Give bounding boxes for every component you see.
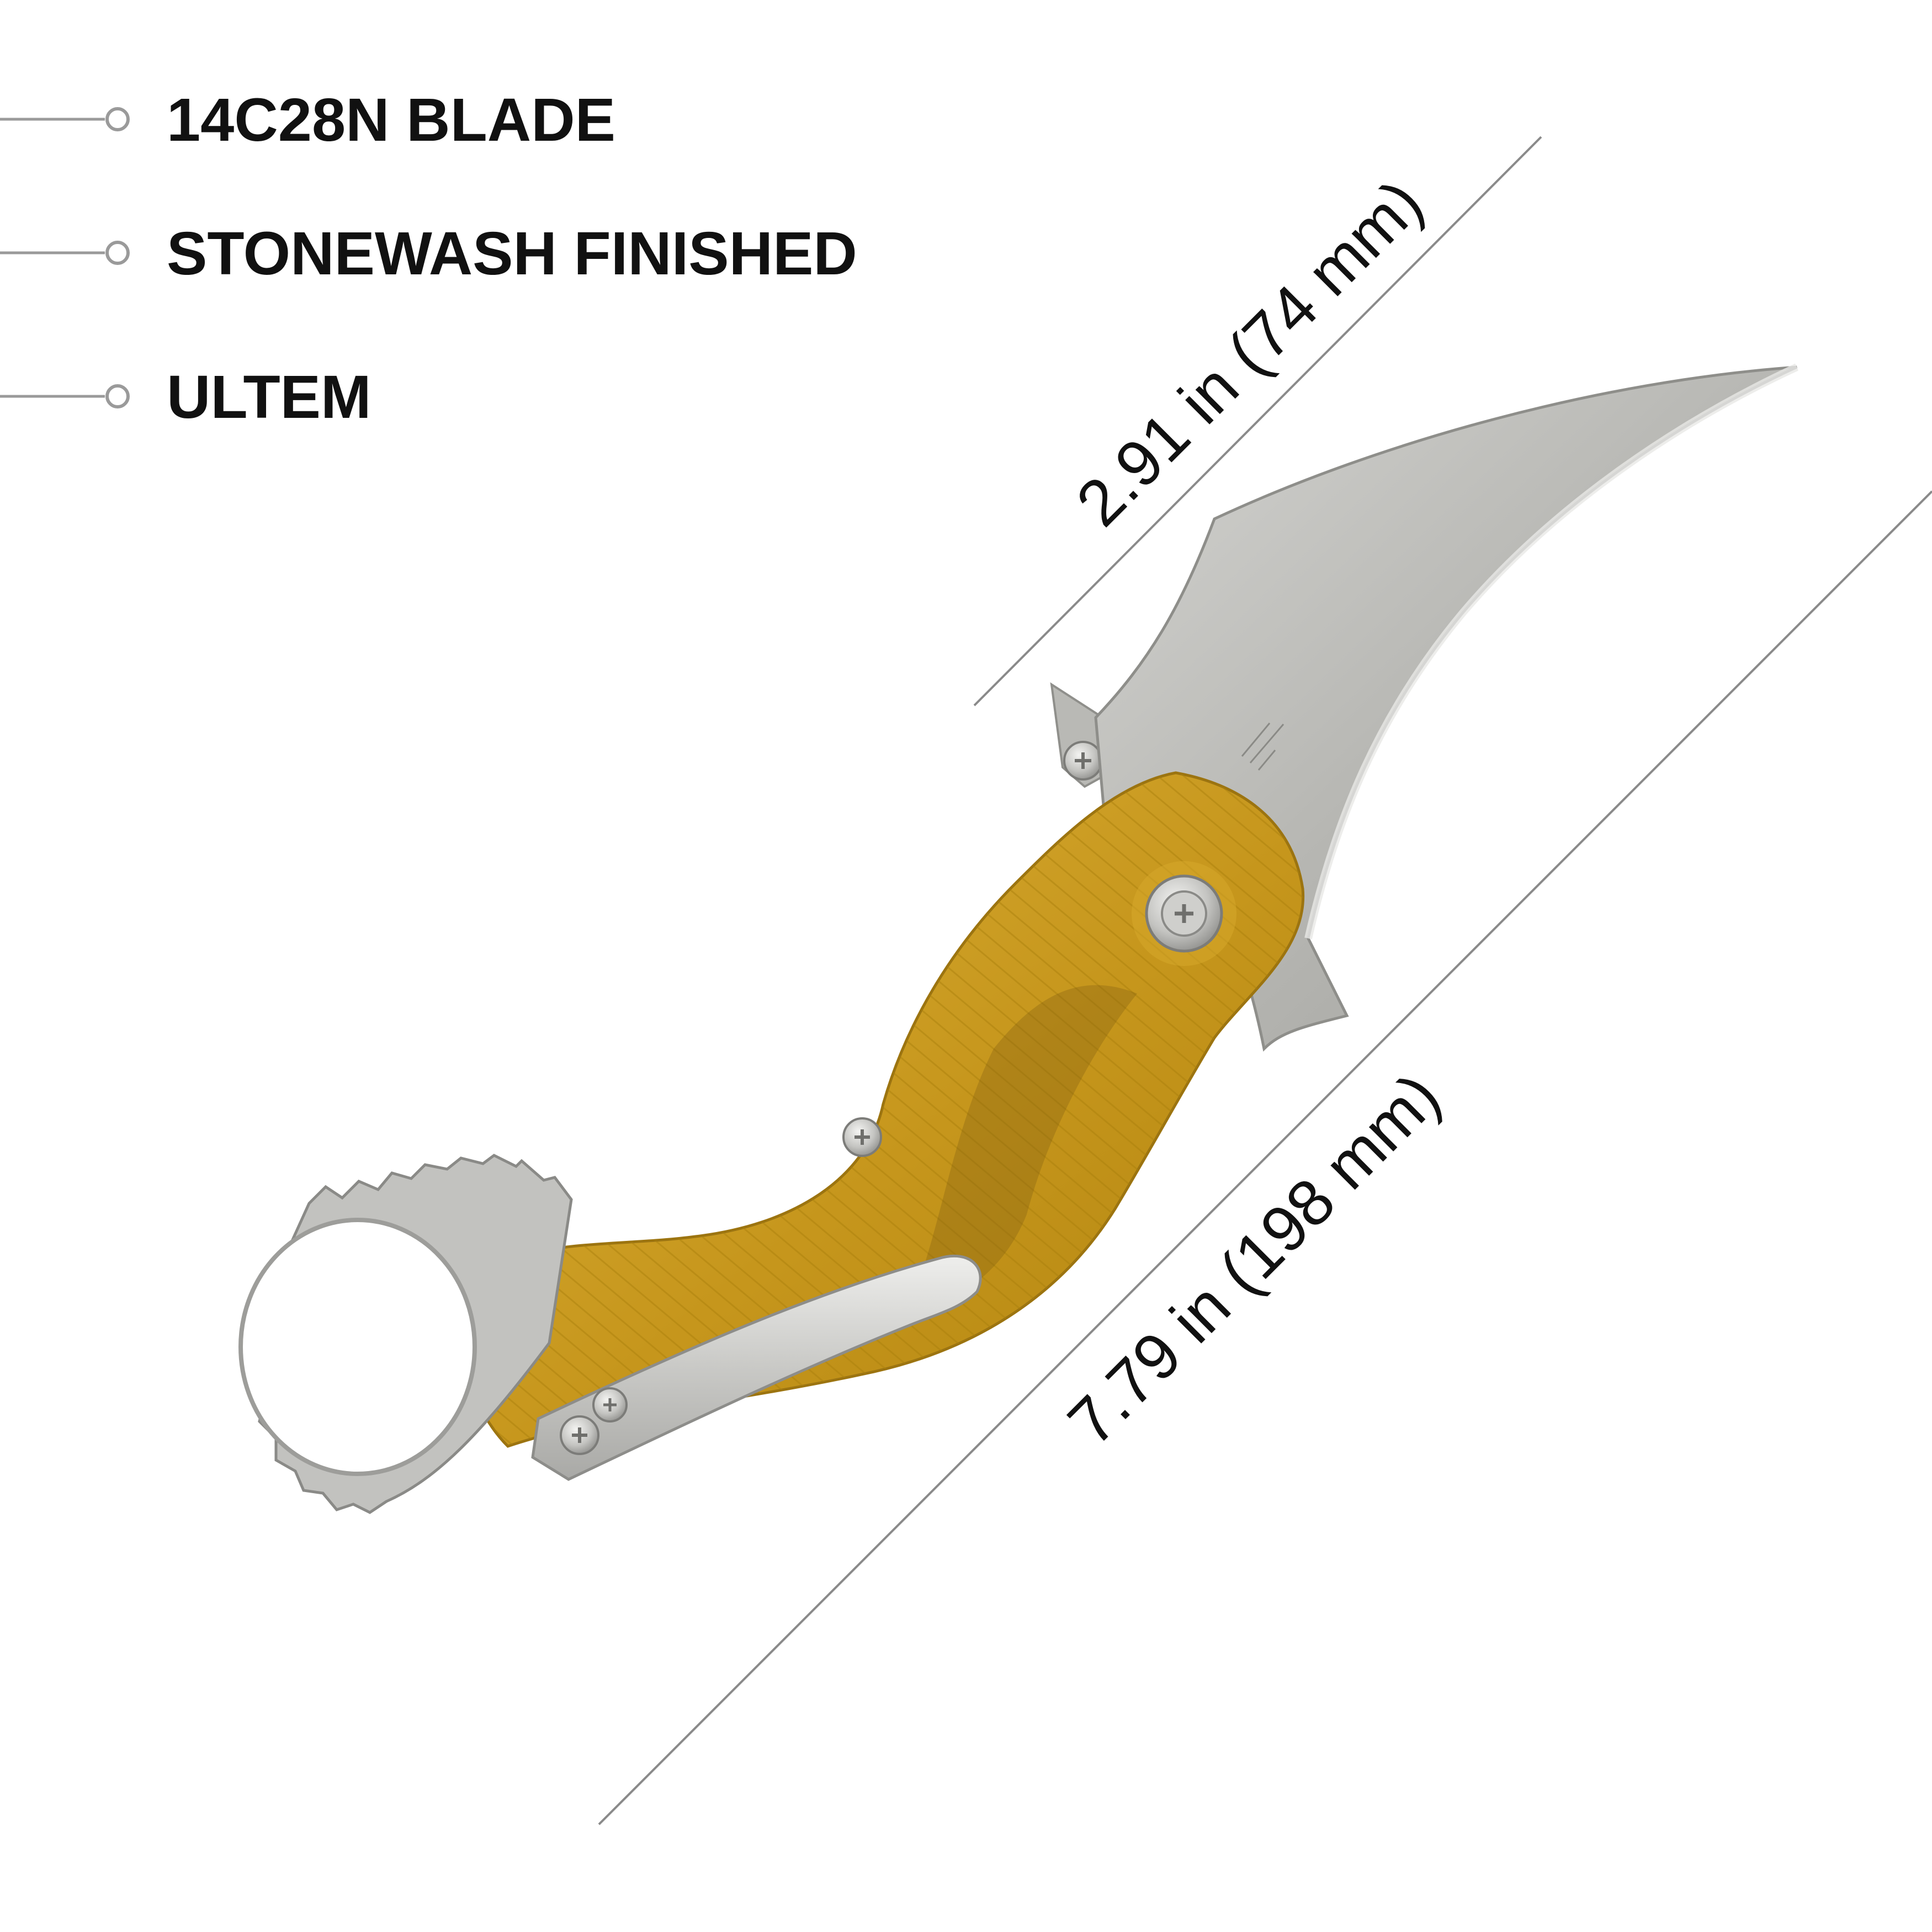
knife-illustration [238, 363, 1798, 1514]
handle-screw-icon [842, 1117, 882, 1157]
spec-bullet-icon [105, 384, 130, 408]
finger-ring-image [238, 1154, 573, 1514]
spec-bullet-icon [105, 241, 130, 265]
pivot-screw-icon [1132, 861, 1236, 966]
spec-list: 14C28N BLADE STONEWASH FINISHED ULTEM [0, 86, 857, 431]
blade-edge-image [1304, 363, 1798, 940]
spec-item-blade: 14C28N BLADE [0, 86, 615, 154]
torx-icon [1075, 752, 1091, 769]
spec-label: 14C28N BLADE [167, 86, 615, 154]
dimension-line [973, 136, 1542, 707]
handle-texture-image [453, 773, 1303, 1446]
spec-item-finish: STONEWASH FINISHED [0, 220, 857, 288]
spec-item-handle: ULTEM [0, 363, 371, 431]
spec-bullet-icon [105, 107, 130, 131]
spec-label: ULTEM [167, 363, 371, 431]
maker-mark-image [1241, 723, 1285, 771]
dimension-line [598, 490, 1932, 1825]
pocket-clip-image [531, 1254, 982, 1481]
handle-liner-image [905, 985, 1137, 1314]
spec-label: STONEWASH FINISHED [167, 220, 857, 288]
